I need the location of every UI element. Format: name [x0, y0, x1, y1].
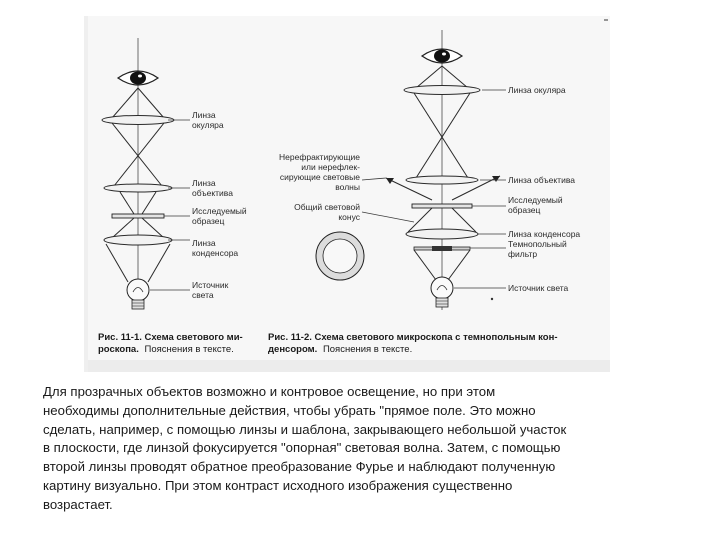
left-sample-slide: [111, 213, 165, 219]
right-label-filter-1: Темнопольный: [508, 239, 567, 249]
right-label-nonrefracted-4: волны: [335, 182, 360, 192]
left-caption-bold: Рис. 11‑1. Схема светового ми-: [98, 332, 243, 343]
body-paragraph: Для прозрачных объектов возможно и контр…: [43, 383, 683, 515]
paragraph-line: возрастает.: [43, 496, 113, 512]
left-label-objective-2: объектива: [192, 188, 233, 198]
right-condenser-lens: [405, 228, 479, 240]
right-label-nonrefracted-1: Нерефрактирующие: [279, 152, 360, 162]
left-label-sample-1: Исследуемый: [192, 206, 247, 216]
scan-bottom-shadow: [84, 360, 610, 372]
right-label-sample-1: Исследуемый: [508, 195, 563, 205]
right-caption-rest: Пояснения в тексте.: [323, 344, 412, 355]
left-label-sample-2: образец: [192, 216, 224, 226]
paragraph-line: Для прозрачных объектов возможно и контр…: [43, 384, 496, 399]
eye-icon: [420, 48, 464, 64]
right-figure-caption-2: денсором. Пояснения в тексте.: [268, 344, 412, 355]
right-sample-slide: [411, 203, 473, 209]
paragraph-line: необходимы дополнительные действия, чтоб…: [43, 402, 536, 418]
left-caption-rest: Пояснения в тексте.: [145, 344, 234, 355]
right-label-source: Источник света: [508, 283, 569, 293]
paragraph-line: в плоскости, где линзой фокусируется "оп…: [43, 440, 561, 456]
paragraph-line: второй линзы проводят обратное преобразо…: [43, 459, 556, 475]
right-objective-lens: [405, 175, 479, 185]
scan-dot: [490, 297, 494, 301]
left-microscope-diagram: Линза окуляра Линза объектива Исследуемы…: [98, 38, 247, 355]
right-caption-bold: Рис. 11‑2. Схема светового микроскопа с …: [268, 332, 558, 343]
right-caption-bold-2: денсором.: [268, 344, 317, 355]
left-label-objective-1: Линза: [192, 178, 216, 188]
paragraph-line: картину визуально. При этом контраст исх…: [43, 477, 513, 493]
annular-filter-disc-icon: [315, 231, 365, 281]
left-caption-bold-2: роскопа.: [98, 344, 139, 355]
left-label-eyepiece-1: Линза: [192, 110, 216, 120]
right-light-bulb-icon: [430, 276, 454, 308]
left-label-source-1: Источник: [192, 280, 229, 290]
scan-background: [84, 16, 610, 372]
left-label-source-2: света: [192, 290, 214, 300]
right-label-sample-2: образец: [508, 205, 540, 215]
left-label-condenser-2: конденсора: [192, 248, 238, 258]
right-eyepiece-lens: [403, 85, 481, 95]
left-figure-caption-2: роскопа. Пояснения в тексте.: [98, 344, 234, 355]
right-figure-caption-1: Рис. 11‑2. Схема светового микроскопа с …: [268, 332, 558, 343]
scan-left-edge: [84, 16, 88, 372]
left-eyepiece-lens: [101, 115, 175, 125]
right-label-filter-2: фильтр: [508, 249, 537, 259]
right-label-condenser: Линза конденсора: [508, 229, 580, 239]
left-condenser-lens: [103, 234, 173, 246]
right-label-nonrefracted-3: сирующие световые: [280, 172, 360, 182]
right-label-eyepiece: Линза окуляра: [508, 85, 566, 95]
right-microscope-diagram: Линза окуляра Линза объектива Исследуемы…: [268, 19, 608, 355]
left-label-condenser-1: Линза: [192, 238, 216, 248]
left-label-eyepiece-2: окуляра: [192, 120, 224, 130]
paragraph-line: сделать, например, с помощью линзы и шаб…: [43, 421, 567, 437]
right-label-objective: Линза объектива: [508, 175, 575, 185]
right-label-cone-1: Общий световой: [294, 202, 360, 212]
eye-icon: [116, 70, 160, 86]
right-label-cone-2: конус: [338, 212, 360, 222]
left-figure-caption-1: Рис. 11‑1. Схема светового ми-: [98, 332, 243, 343]
right-label-nonrefracted-2: или нерефлек-: [301, 162, 360, 172]
left-objective-lens: [103, 183, 173, 193]
left-light-bulb-icon: [126, 278, 150, 310]
